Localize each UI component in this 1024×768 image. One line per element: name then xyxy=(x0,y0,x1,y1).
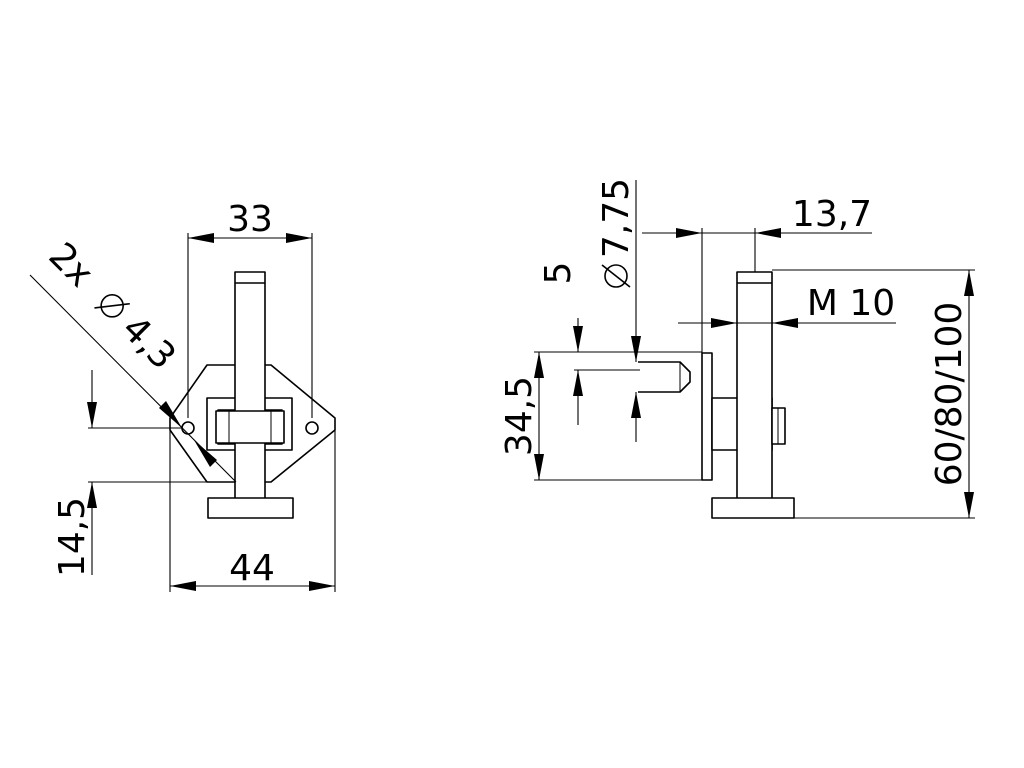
dim-pin-diameter-label: 7,75 xyxy=(596,178,637,258)
dim-thread-m10: M 10 xyxy=(678,283,896,328)
dim-holes-value-label: 4,3 xyxy=(114,308,183,377)
side-plunger-rod xyxy=(736,271,773,501)
dim-pin-diameter: 7,75 xyxy=(596,178,641,442)
diameter-icon xyxy=(93,287,131,325)
dim-width-bottom-label: 44 xyxy=(229,548,275,589)
dim-holes-prefix-label: 2x xyxy=(41,235,101,295)
dim-width-33: 33 xyxy=(187,199,313,418)
dim-length-60-80-100: 60/80/100 xyxy=(772,269,975,519)
pull-knob xyxy=(207,497,294,519)
locking-pin xyxy=(638,361,691,393)
sliding-sleeve xyxy=(215,410,285,444)
dim-plate-height-34-5: 34,5 xyxy=(499,351,712,481)
dim-plate-height-label: 34,5 xyxy=(499,376,540,456)
dim-length-label: 60/80/100 xyxy=(929,302,970,487)
dim-pin-offset-label: 5 xyxy=(538,262,579,285)
dim-offset-13-7: 13,7 xyxy=(642,194,872,353)
side-pull-knob xyxy=(711,497,795,519)
mounting-hole-right xyxy=(305,421,319,435)
plunger-rod xyxy=(234,271,266,501)
diameter-icon-side xyxy=(601,264,631,288)
dim-width-top-label: 33 xyxy=(227,199,273,240)
dim-thread-label: M 10 xyxy=(807,283,895,324)
mounting-hole-left xyxy=(181,421,195,435)
dim-height-14-5: 14,5 xyxy=(52,370,207,577)
dim-height-left-label: 14,5 xyxy=(52,497,93,577)
front-view: 33 44 14,5 2x xyxy=(29,199,336,592)
dim-offset-label: 13,7 xyxy=(792,194,872,235)
side-plate xyxy=(701,352,713,481)
dim-width-44: 44 xyxy=(169,430,336,592)
side-view: 13,7 M 10 5 7,75 xyxy=(499,178,975,519)
